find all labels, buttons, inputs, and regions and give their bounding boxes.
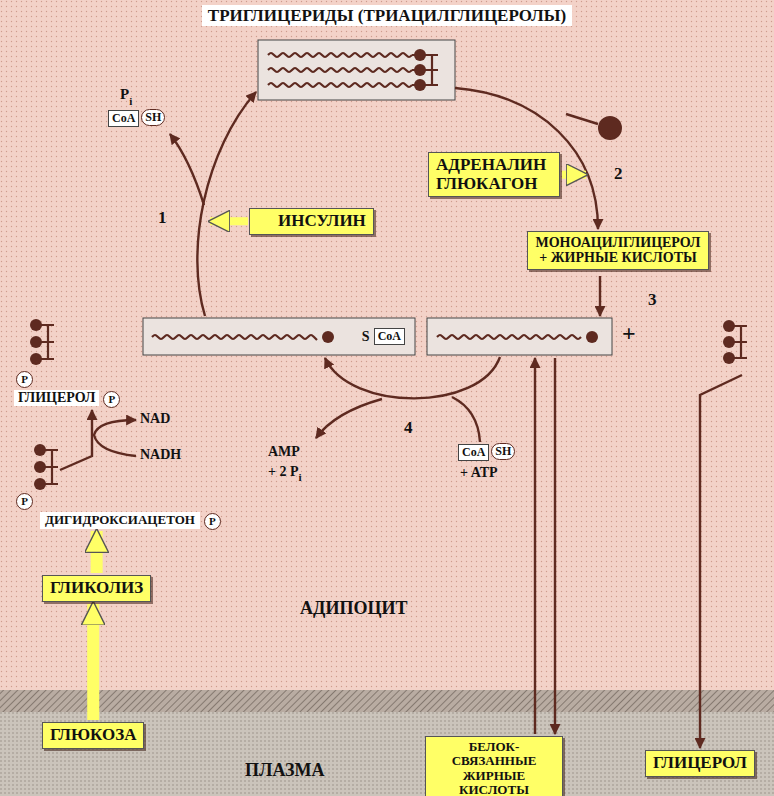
plus-sign: + xyxy=(622,320,636,347)
glycerol-export-arrow xyxy=(700,375,742,748)
product-label: AMP xyxy=(268,444,300,460)
thiol-label: SH xyxy=(491,443,515,460)
node-text: ГЛИЦЕРОЛ xyxy=(653,753,747,772)
subscript: i xyxy=(299,471,302,483)
callout-number: 1 xyxy=(158,208,167,228)
triglyceride-box xyxy=(258,40,455,100)
substrate-box: ГЛЮКОЗА xyxy=(42,722,144,749)
plasma-box: БЕЛОК- СВЯЗАННЫЕ ЖИРНЫЕ КИСЛОТЫ xyxy=(425,736,563,796)
cofactor-label: NADH xyxy=(140,447,181,463)
hormone-arrow xyxy=(562,171,586,179)
node-text: ДИГИДРОКСИАЦЕТОН xyxy=(45,512,195,527)
product-label: + 2 P xyxy=(268,464,299,480)
cell-texture xyxy=(0,0,774,692)
molecule-drawings xyxy=(30,49,747,490)
free-glycerol-group xyxy=(723,352,735,364)
fatty-acid-chain xyxy=(268,53,412,57)
product-box: МОНОАЦИЛГЛИЦЕРОЛ + ЖИРНЫЕ КИСЛОТЫ xyxy=(527,231,709,270)
plasma-ground xyxy=(0,712,774,796)
node-text: ИНСУЛИН xyxy=(278,211,366,230)
uptake-arrow xyxy=(534,358,536,734)
release-branch xyxy=(566,114,598,124)
fatty-acid-chain xyxy=(437,335,581,339)
node-text: S xyxy=(362,329,370,345)
phosphate-symbol: P xyxy=(204,513,221,530)
reduction-arrow xyxy=(60,410,92,470)
dihydroxyacetone-phosphate-group xyxy=(34,478,46,490)
free-glycerol-group xyxy=(723,320,735,332)
flow-arrow xyxy=(91,531,103,573)
ester-group xyxy=(414,64,426,76)
node-text: МОНОАЦИЛГЛИЦЕРОЛ + ЖИРНЫЕ КИСЛОТЫ xyxy=(536,235,701,265)
node-text: CoA xyxy=(378,329,401,343)
plasma-texture xyxy=(0,712,774,796)
title: ТРИГЛИЦЕРИДЫ (ТРИАЦИЛГЛИЦЕРОЛЫ) xyxy=(202,5,572,26)
membrane-band xyxy=(0,690,774,712)
flow-arrow xyxy=(87,604,99,720)
fatty-acid-chain xyxy=(268,83,412,87)
acyl-coa-box: S CoA xyxy=(143,318,415,355)
cell-ground xyxy=(0,0,774,692)
insulin-arrow xyxy=(210,217,248,225)
ester-group xyxy=(414,49,426,61)
node-text: ГЛИКОЛИЗ xyxy=(50,578,143,597)
dihydroxyacetone-phosphate-group xyxy=(34,461,46,473)
cofactor-label: NAD xyxy=(140,411,170,427)
ester-group xyxy=(414,79,426,91)
title-bar: ТРИГЛИЦЕРИДЫ (ТРИАЦИЛГЛИЦЕРОЛЫ) xyxy=(0,6,774,26)
acyl-group xyxy=(322,331,334,343)
metabolite-label: ГЛИЦЕРОЛ xyxy=(14,390,99,406)
phosphate-label: P xyxy=(120,86,129,103)
release-arrow xyxy=(170,134,204,205)
release-arrow xyxy=(554,358,556,734)
acyl-coa-box xyxy=(143,318,415,355)
plasma-box: ГЛИЦЕРОЛ xyxy=(645,750,755,777)
carboxyl-group xyxy=(586,331,598,343)
amp-arrow xyxy=(316,399,382,438)
process-box: ГЛИКОЛИЗ xyxy=(42,575,151,602)
coenzyme-label: CoA xyxy=(458,444,489,461)
node-text: АДРЕНАЛИН ГЛЮКАГОН xyxy=(436,155,546,193)
callout-number: 2 xyxy=(614,164,623,184)
subscript: i xyxy=(129,95,132,107)
substrate-label: + ATP xyxy=(460,465,498,481)
node-text: БЕЛОК- СВЯЗАННЫЕ ЖИРНЫЕ КИСЛОТЫ xyxy=(452,739,537,796)
coenzyme-box: CoA xyxy=(374,328,405,345)
fatty-acid-box xyxy=(427,318,612,355)
activation-arrow xyxy=(325,357,500,398)
callout-number: 4 xyxy=(404,418,413,438)
atp-in-arrow xyxy=(452,397,480,442)
phosphate-symbol: P xyxy=(16,493,33,510)
hormone-box: ИНСУЛИН xyxy=(249,208,374,235)
hormone-box: АДРЕНАЛИН ГЛЮКАГОН xyxy=(428,152,560,197)
cell-label: АДИПОЦИТ xyxy=(300,598,407,619)
fatty-acid-chain xyxy=(268,68,412,72)
thiol-label: SH xyxy=(141,109,165,126)
released-fatty-acid xyxy=(598,116,622,140)
metabolite-box: ДИГИДРОКСИАЦЕТОН xyxy=(40,512,200,529)
hydrolysis-arrow xyxy=(599,276,601,316)
region-label: ПЛАЗМА xyxy=(245,760,324,781)
dihydroxyacetone-phosphate-group xyxy=(34,444,46,456)
free-glycerol-group xyxy=(723,336,735,348)
node-text: ГЛЮКОЗА xyxy=(50,725,136,744)
esterification-arrow xyxy=(197,92,256,316)
membrane-hatch xyxy=(0,690,774,712)
glycerol-phosphate-group xyxy=(30,353,42,365)
reaction-arrows xyxy=(60,88,742,748)
callout-number: 3 xyxy=(648,290,657,310)
glycerol-phosphate-group xyxy=(30,336,42,348)
glycerol-phosphate-group xyxy=(30,319,42,331)
acyl-chain xyxy=(152,335,317,340)
nad-arrow xyxy=(94,420,136,456)
coenzyme-label: CoA xyxy=(108,110,139,127)
phosphate-symbol: P xyxy=(16,371,33,388)
